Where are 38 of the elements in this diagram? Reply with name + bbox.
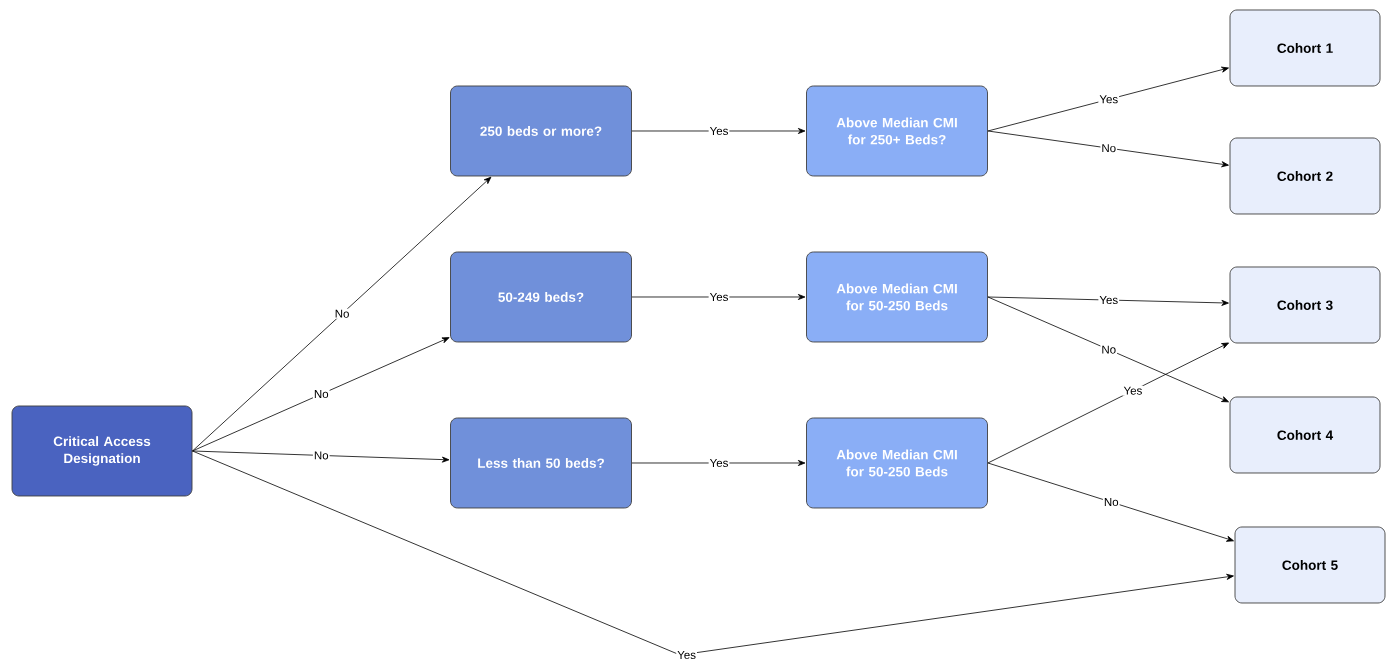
- decision-box: 50-249 beds?: [450, 251, 632, 343]
- edge-label: No: [1100, 143, 1118, 154]
- edge-label: Yes: [1098, 295, 1120, 306]
- edge-label: Yes: [708, 292, 730, 302]
- arrow: [987, 342, 1229, 464]
- cohort-box: Cohort 5: [1234, 526, 1386, 604]
- edge-label: No: [1102, 497, 1120, 508]
- decision-box: Above Median CMI for 250+ Beds?: [806, 85, 988, 177]
- arrow: [987, 296, 1229, 403]
- cohort-box: Cohort 1: [1229, 9, 1381, 87]
- arrow: [987, 462, 1234, 542]
- arrow: [987, 66, 1229, 132]
- decision-box: Above Median CMI for 50-250 Beds: [806, 417, 988, 509]
- arrow: [987, 296, 1229, 306]
- arrow: [192, 176, 492, 452]
- edge-label: No: [333, 308, 351, 319]
- decision-box: 250 beds or more?: [450, 85, 632, 177]
- edge-label: Yes: [1098, 94, 1120, 105]
- edge-label: No: [312, 389, 330, 400]
- edge-label: Yes: [708, 458, 730, 468]
- decision-box: Less than 50 beds?: [450, 417, 632, 509]
- arrow: [192, 450, 1234, 656]
- edge-label: No: [312, 450, 330, 461]
- start-box: Critical Access Designation: [11, 405, 193, 497]
- arrow: [631, 460, 806, 466]
- edge-label: No: [1100, 344, 1118, 355]
- arrow: [192, 450, 450, 463]
- arrow: [987, 130, 1229, 168]
- cohort-box: Cohort 3: [1229, 266, 1381, 344]
- cohort-box: Cohort 4: [1229, 396, 1381, 474]
- edge-label: Yes: [1122, 385, 1144, 396]
- arrow: [192, 337, 450, 452]
- arrow: [631, 294, 806, 300]
- edge-label: Yes: [676, 650, 697, 660]
- edge-label: Yes: [708, 126, 730, 136]
- decision-box: Above Median CMI for 50-250 Beds: [806, 251, 988, 343]
- arrow: [631, 128, 806, 134]
- cohort-box: Cohort 2: [1229, 137, 1381, 215]
